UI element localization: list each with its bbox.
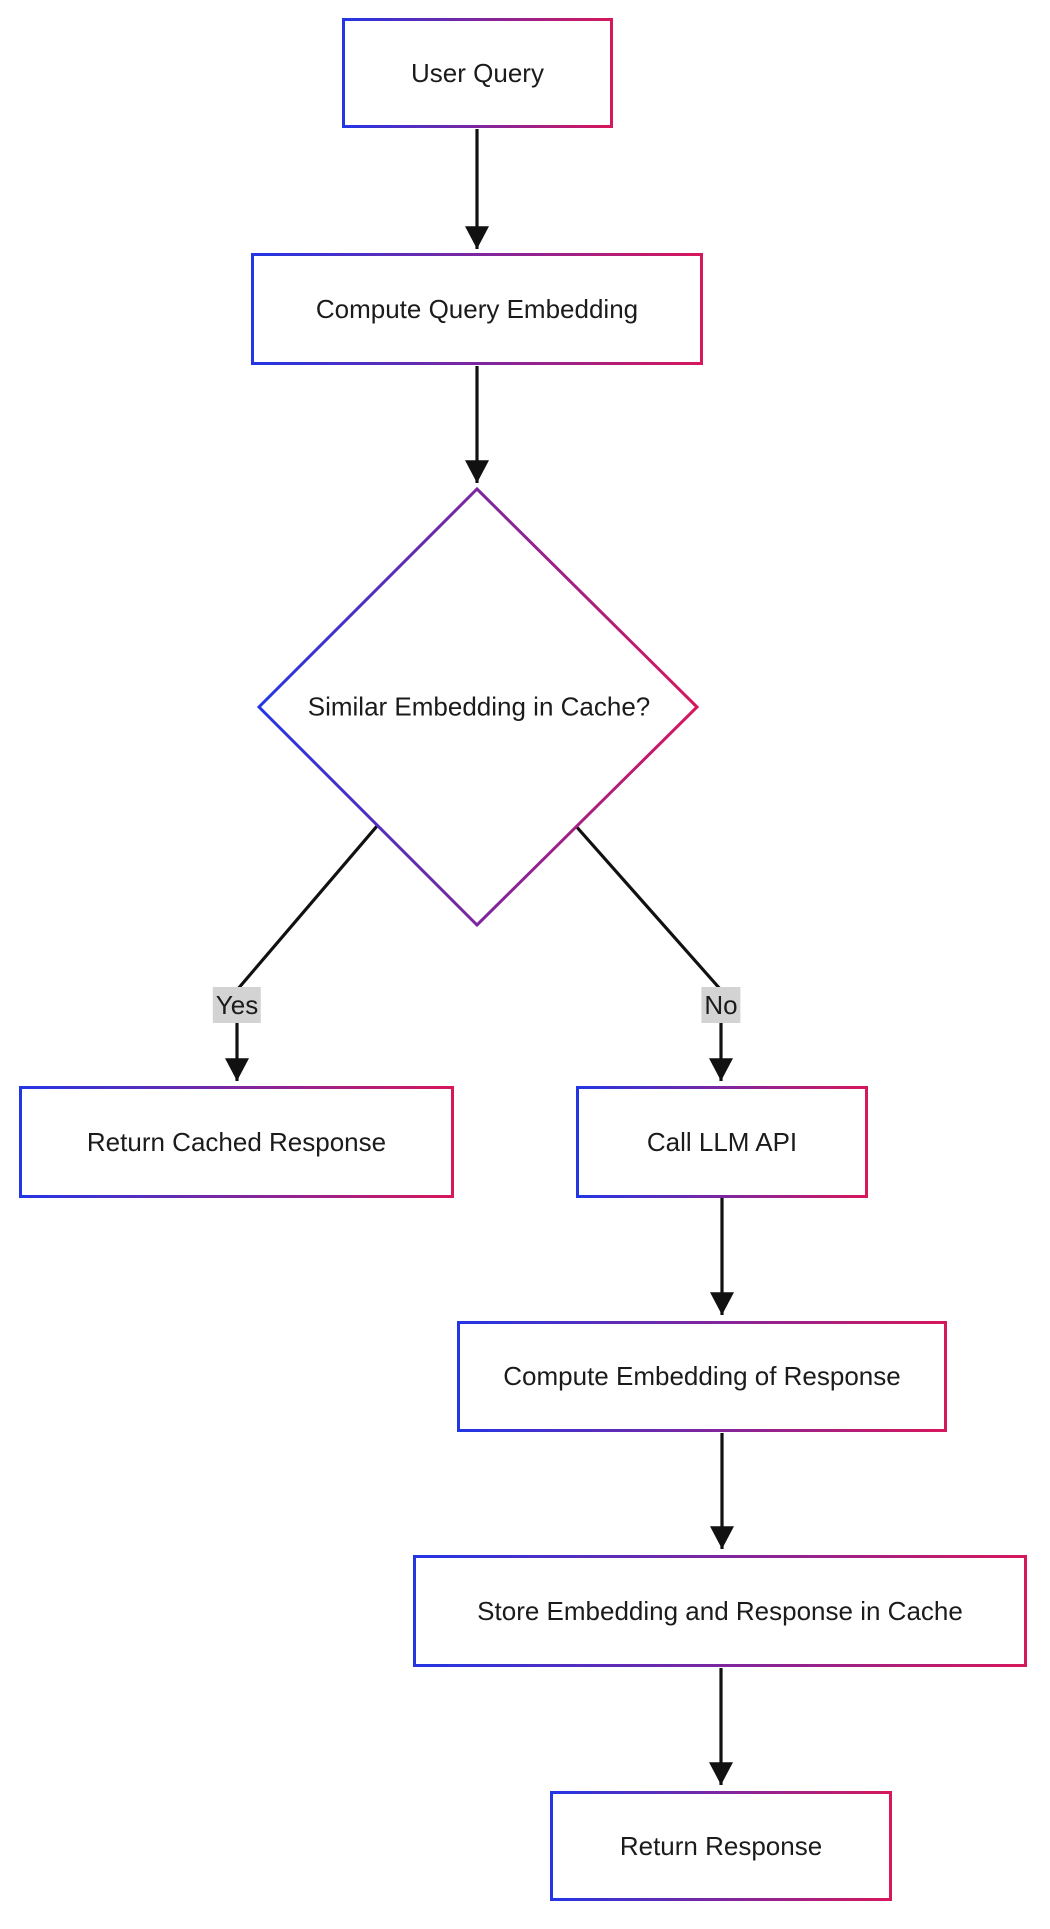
edge-decision-no-to-call-llm-api — [565, 814, 733, 1081]
node-compute-embedding-of-response: Compute Embedding of Response — [457, 1321, 947, 1432]
node-return-response: Return Response — [550, 1791, 892, 1901]
node-label: Call LLM API — [646, 1126, 798, 1157]
node-label: User Query — [411, 57, 544, 88]
node-label: Compute Embedding of Response — [503, 1361, 901, 1392]
edge-decision-yes-to-return-cached-response — [225, 817, 385, 1081]
node-label: Store Embedding and Response in Cache — [477, 1595, 963, 1626]
node-decision-label: Similar Embedding in Cache? — [308, 692, 651, 723]
node-store-embedding-and-response-in-cache: Store Embedding and Response in Cache — [413, 1555, 1027, 1667]
node-compute-query-embedding: Compute Query Embedding — [251, 253, 703, 365]
node-label: Return Cached Response — [86, 1126, 387, 1157]
node-return-cached-response: Return Cached Response — [19, 1086, 454, 1198]
node-call-llm-api: Call LLM API — [576, 1086, 868, 1198]
node-label: Similar Embedding in Cache? — [307, 691, 651, 722]
edge-label-yes: Yes — [212, 987, 262, 1023]
edge-label-no: No — [701, 987, 741, 1023]
node-label: Return Response — [619, 1830, 823, 1861]
node-label: Compute Query Embedding — [315, 293, 639, 324]
node-user-query: User Query — [342, 18, 613, 128]
decision-diamond-shape — [256, 486, 700, 928]
